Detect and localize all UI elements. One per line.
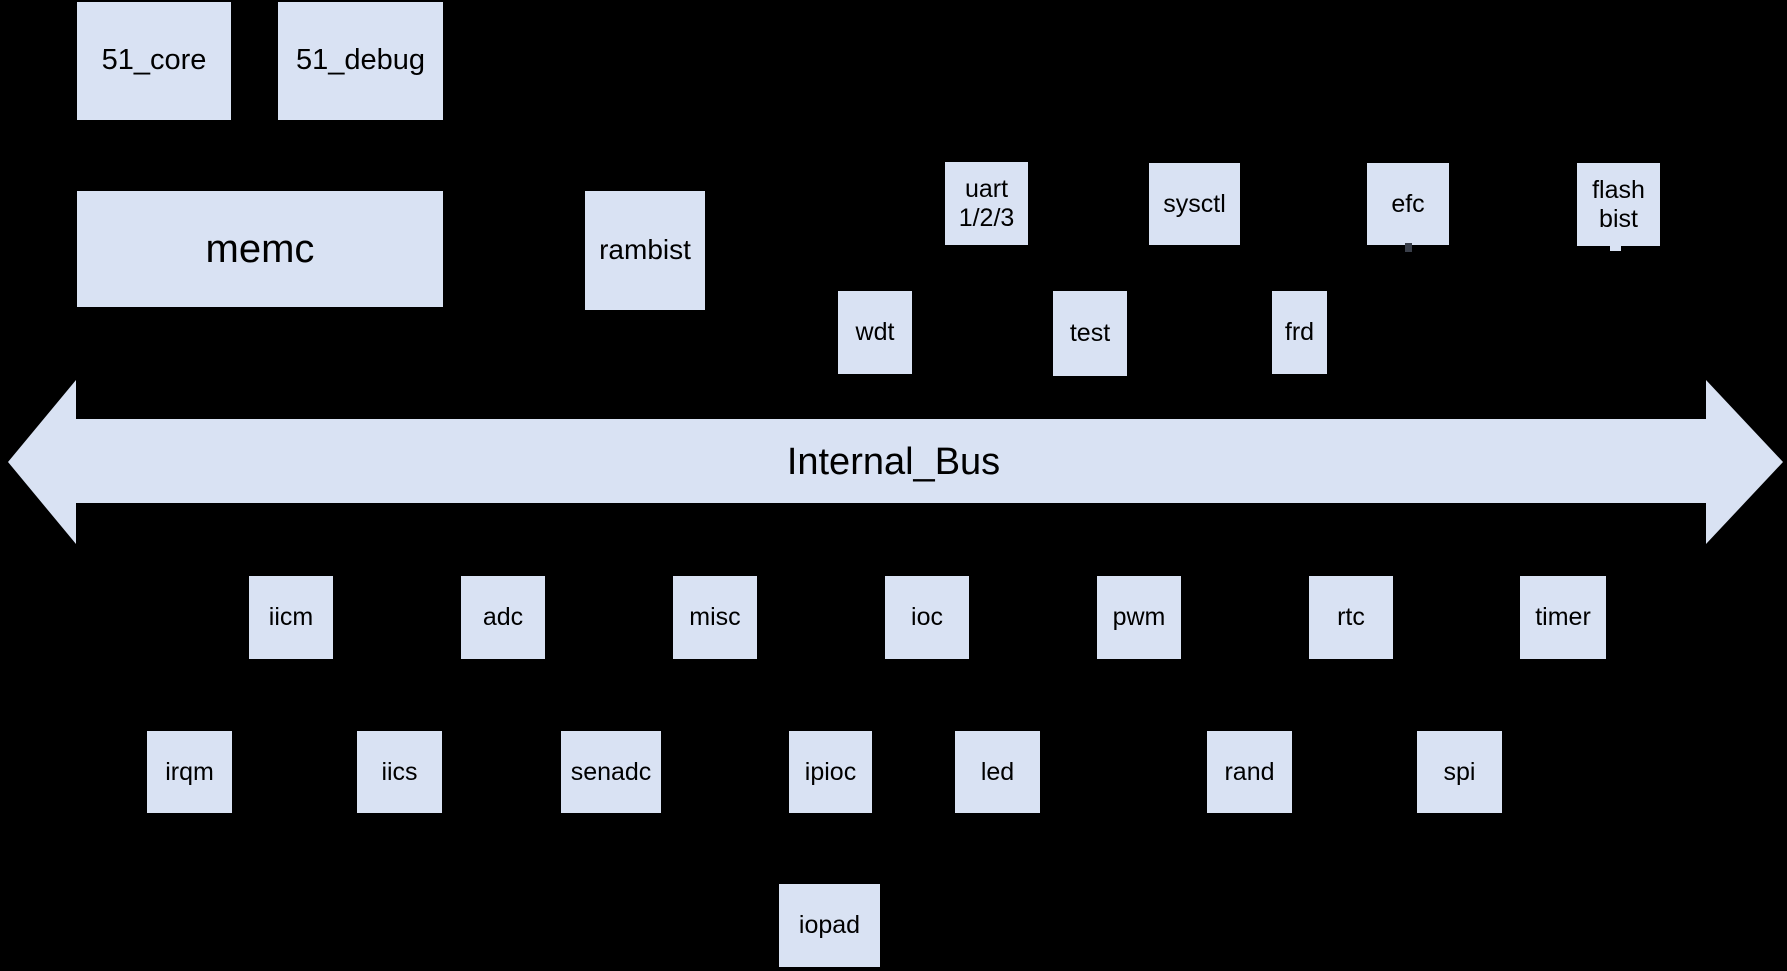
block-pwm: pwm — [1097, 576, 1181, 659]
block-iopad: iopad — [779, 884, 880, 967]
block-spi: spi — [1417, 731, 1502, 813]
block-iicm: iicm — [249, 576, 333, 659]
block-senadc: senadc — [561, 731, 661, 813]
artifact-efc-tail — [1405, 243, 1412, 252]
block-flash-bist-label-line: bist — [1599, 204, 1638, 233]
block-irqm: irqm — [147, 731, 232, 813]
block-wdt: wdt — [838, 291, 912, 374]
block-rambist: rambist — [585, 191, 705, 310]
block-rtc: rtc — [1309, 576, 1393, 659]
block-uart123-label-line: 1/2/3 — [958, 203, 1015, 232]
block-uart123-label-line: uart — [964, 174, 1009, 203]
block-memc: memc — [77, 191, 443, 307]
block-51-core: 51_core — [77, 2, 231, 120]
block-efc: efc — [1367, 163, 1449, 245]
block-51-debug: 51_debug — [278, 2, 443, 120]
block-rand: rand — [1207, 731, 1292, 813]
block-ipioc: ipioc — [789, 731, 872, 813]
artifact-flash-bist-tail — [1610, 246, 1621, 251]
block-misc: misc — [673, 576, 757, 659]
block-iics: iics — [357, 731, 442, 813]
block-frd: frd — [1272, 291, 1327, 374]
block-led: led — [955, 731, 1040, 813]
block-ioc: ioc — [885, 576, 969, 659]
internal-bus-arrow-shape — [8, 380, 1783, 544]
block-flash-bist-label-line: flash — [1592, 175, 1645, 204]
block-adc: adc — [461, 576, 545, 659]
block-sysctl: sysctl — [1149, 163, 1240, 245]
block-timer: timer — [1520, 576, 1606, 659]
block-test: test — [1053, 291, 1127, 376]
